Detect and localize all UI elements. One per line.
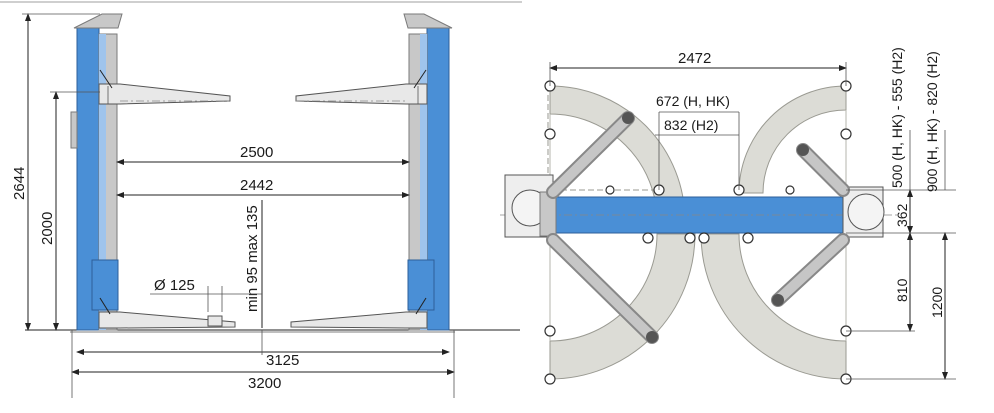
top-view: 2472 672 (H, HK) 832 (H2) 362 810 1200 5…: [500, 47, 956, 385]
upper-arms: [98, 69, 428, 105]
height-total-label: 2644: [11, 167, 28, 200]
width-base-label: 3125: [266, 352, 299, 369]
left-column: [70, 13, 123, 331]
power-unit: [504, 174, 557, 238]
arm-short-h2-label: 832 (H2): [664, 117, 718, 133]
pad-height-label: min 95 max 135: [244, 205, 261, 312]
pad-diameter-label: Ø 125: [154, 277, 195, 294]
arm-short-h-hk-label: 672 (H, HK): [656, 93, 730, 109]
width-inner-top-label: 2500: [240, 144, 273, 161]
lower-arms: [98, 297, 428, 329]
arm-front-range-1-label: 500 (H, HK) - 555 (H2): [889, 47, 905, 188]
width-total-label: 3200: [248, 375, 281, 392]
pivot-points: [544, 80, 852, 385]
column-offset-label: 362: [894, 203, 910, 227]
arm-rear-long-label: 1200: [929, 287, 945, 318]
right-column: [403, 13, 453, 331]
column-base-right: [842, 186, 885, 238]
lift-arms: [546, 111, 850, 344]
arm-width-label: 2472: [678, 50, 711, 67]
front-view: 2644 2000 2500 2442 min 95 max 135 Ø 125…: [11, 13, 520, 398]
height-column-label: 2000: [39, 212, 56, 245]
arm-front-range-2-label: 900 (H, HK) - 820 (H2): [924, 51, 940, 192]
width-inner-label: 2442: [240, 177, 273, 194]
arm-rear-short-label: 810: [894, 278, 910, 302]
